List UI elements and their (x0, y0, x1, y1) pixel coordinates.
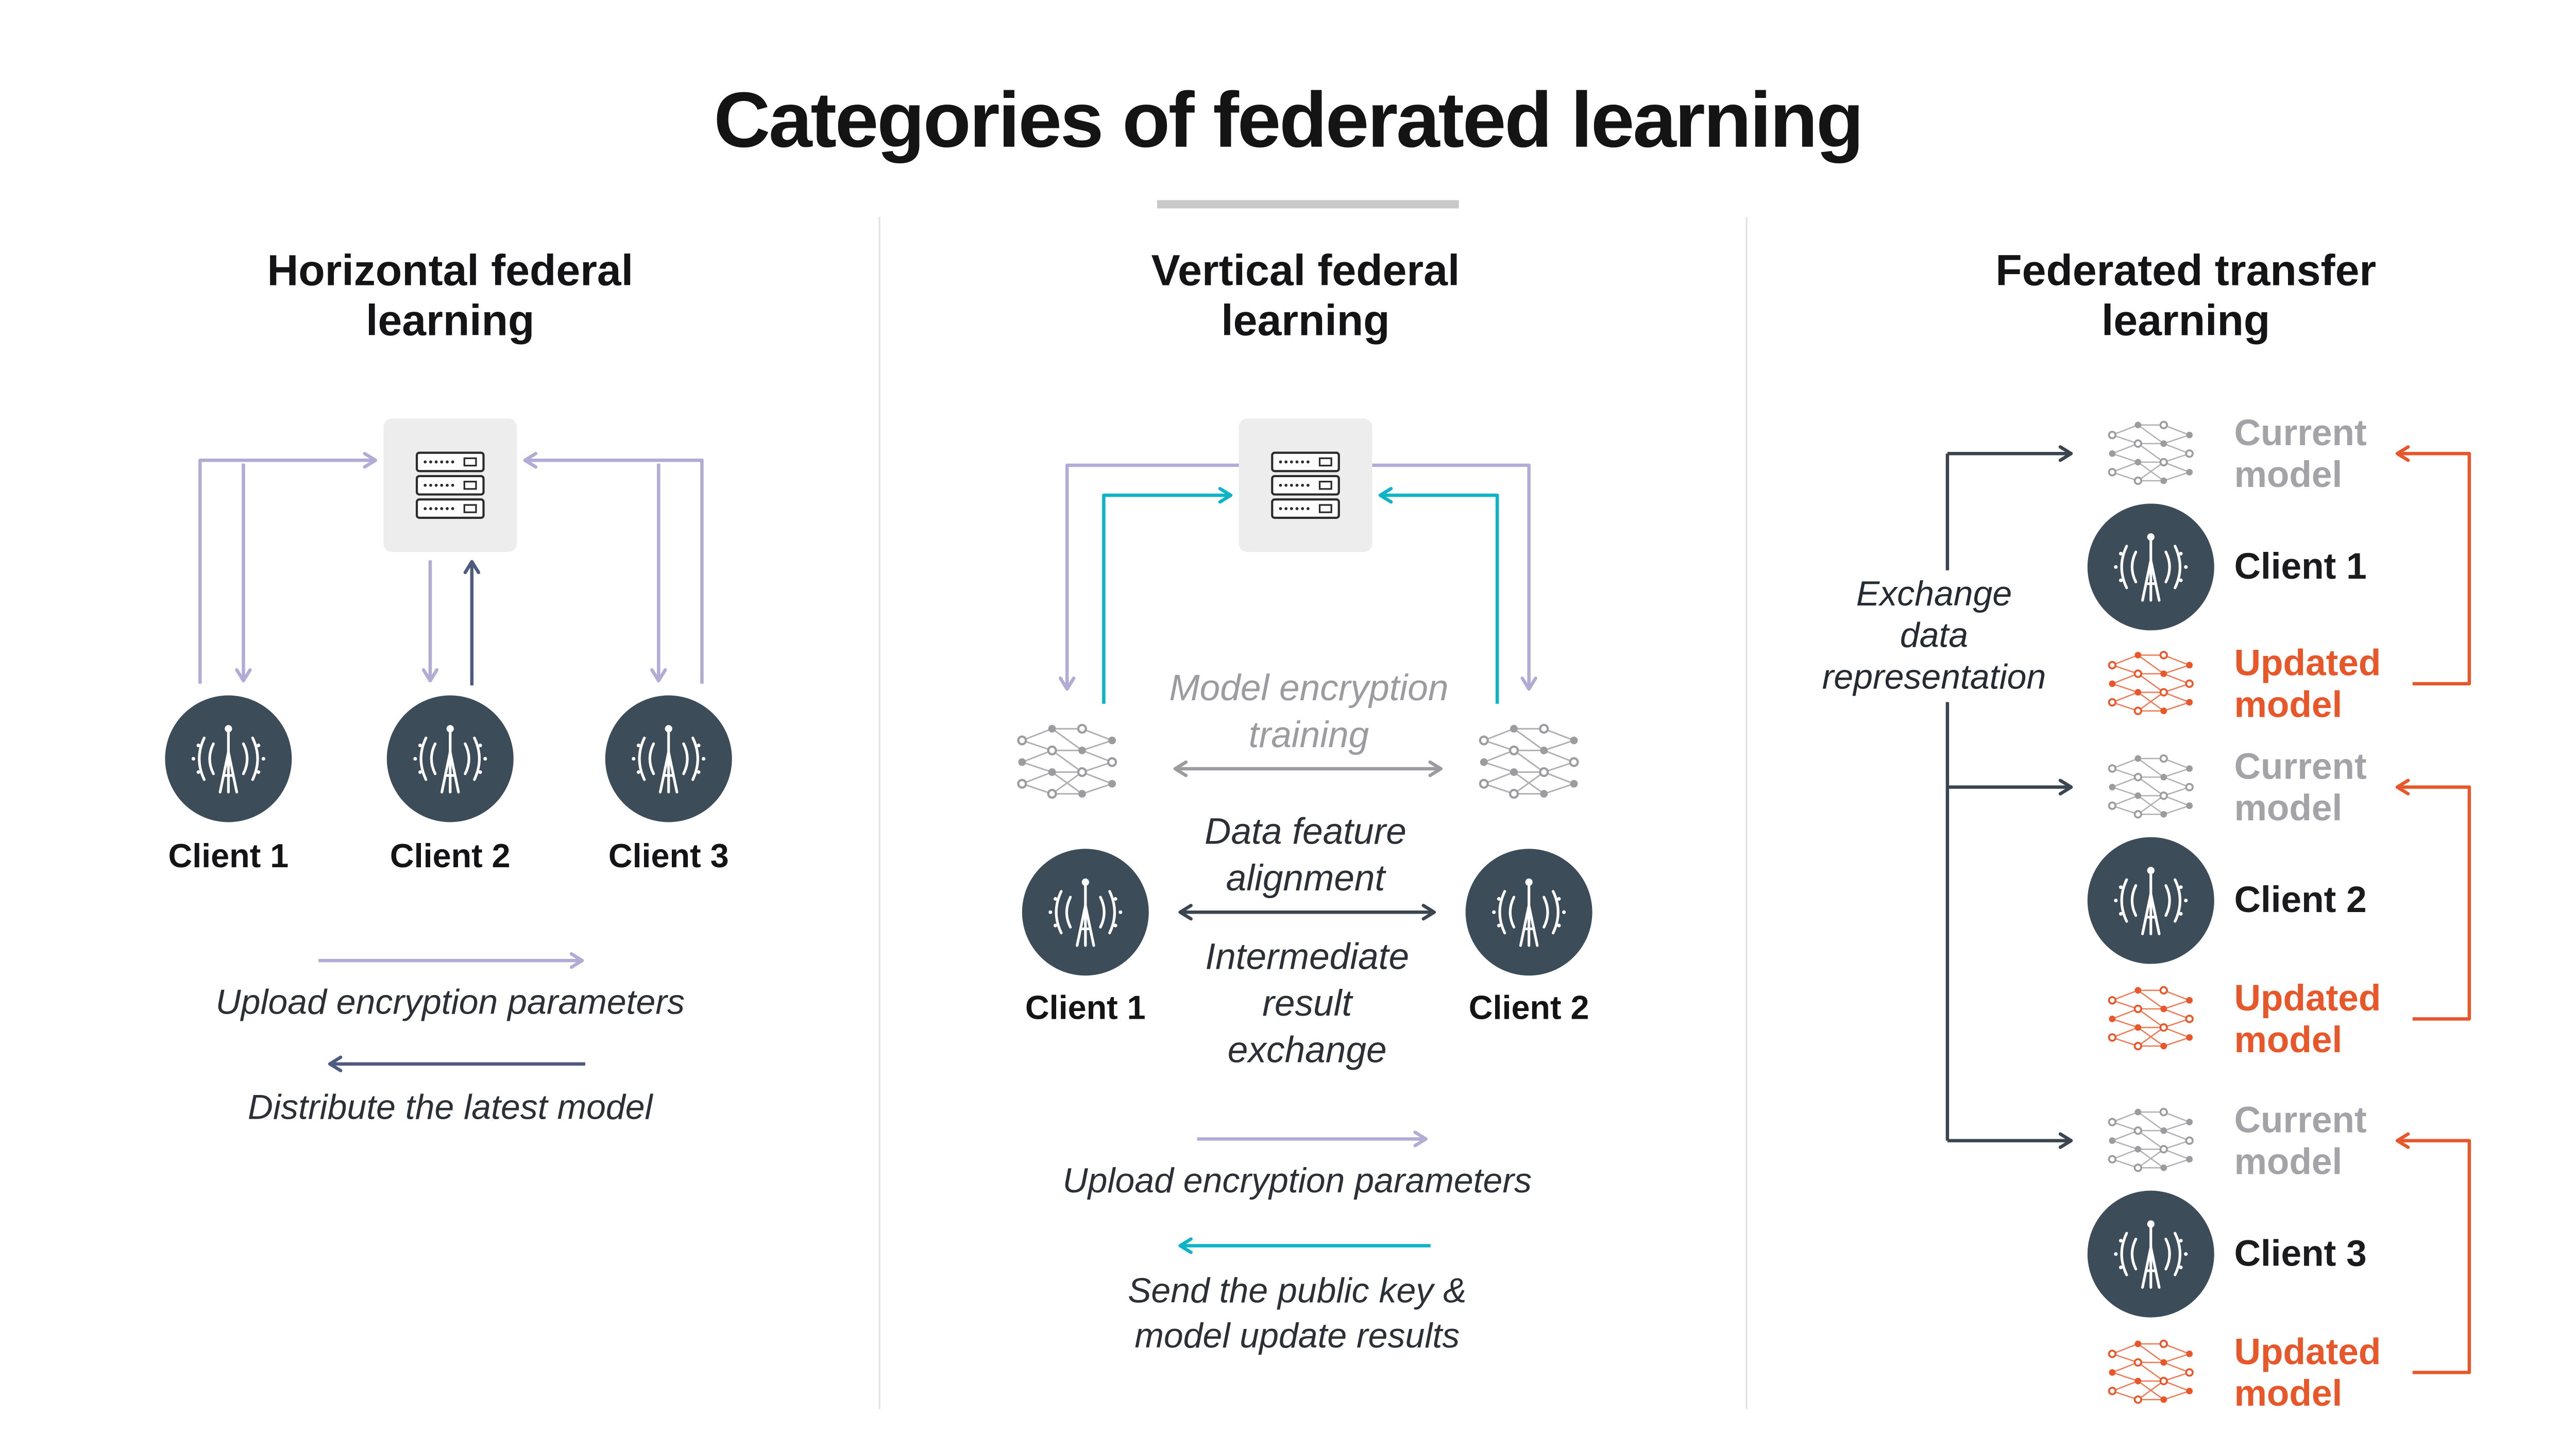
neural-network-icon (2104, 979, 2197, 1059)
panel-heading: Horizontal federal learning (267, 245, 634, 345)
neural-network-icon (2104, 1101, 2197, 1181)
neural-network-icon (1474, 715, 1584, 808)
updated-model-icon (2104, 1333, 2197, 1421)
client-label: Client 1 (2234, 545, 2367, 587)
neural-network-icon (1012, 715, 1122, 808)
antenna-icon (2088, 837, 2214, 964)
client-label: Client 1 (1025, 990, 1146, 1027)
server-to-model-arrow-left (1059, 463, 1239, 691)
legend-send-line: Send the public key & (1128, 1272, 1467, 1311)
data-feature-label: Data feature alignment (1205, 810, 1406, 899)
legend-send-label: Send the public key & model update resul… (1089, 1271, 1505, 1360)
antenna-icon (387, 696, 514, 822)
neural-network-icon (2104, 414, 2197, 494)
model-encryption-label: Model encryption training (1169, 667, 1449, 756)
client-label: Client 3 (608, 838, 729, 876)
antenna-icon (605, 696, 732, 822)
current-model-icon (2104, 414, 2197, 502)
title-underline (1157, 200, 1459, 209)
panel-divider (878, 216, 880, 1409)
neural-network-icon (1012, 715, 1122, 808)
panel-divider (1745, 216, 1748, 1409)
current-model-icon (2104, 1101, 2197, 1189)
exchange-line: Exchange (1856, 575, 2012, 614)
updated-model-label: Updated model (2234, 1330, 2381, 1414)
legend-upload-label: Upload encryption parameters (215, 984, 685, 1022)
model-to-server-arrow-left (1102, 486, 1233, 704)
panel-heading: Federated transfer learning (1995, 245, 2377, 345)
antenna-icon (1466, 849, 1592, 975)
server-rack-icon (412, 447, 488, 524)
updated-model-icon (2104, 644, 2197, 732)
client-icon (1465, 849, 1592, 976)
neural-network-icon (2104, 644, 2197, 723)
antenna-icon (2088, 503, 2214, 630)
server-icon (383, 418, 517, 552)
updated-model-label: Updated model (2234, 977, 2381, 1061)
antenna-icon (165, 696, 292, 822)
current-model-label: Current model (2234, 745, 2367, 829)
current-model-label: Current model (2234, 412, 2367, 496)
client-label: Client 2 (2234, 879, 2367, 921)
server-to-model-arrow-right (1372, 463, 1537, 691)
exchange-line: representation (1822, 659, 2046, 697)
current-model-label: Current model (2234, 1099, 2367, 1183)
legend-upload-label: Upload encryption parameters (1062, 1162, 1532, 1201)
client-label: Client 2 (1468, 990, 1589, 1027)
legend-send-line: model update results (1134, 1317, 1460, 1356)
exchange-data-label: Exchange data representation (1809, 570, 2059, 702)
updated-model-icon (2104, 979, 2197, 1068)
antenna-icon (2088, 1191, 2214, 1318)
client-icon (1022, 849, 1149, 976)
neural-network-icon (2104, 1333, 2197, 1412)
client-label: Client 2 (389, 838, 511, 876)
server-icon (1239, 418, 1372, 552)
client-icon (2087, 503, 2214, 631)
upload-arrow-client1 (198, 452, 378, 684)
updated-model-label: Updated model (2234, 642, 2381, 726)
upload-arrow-client3 (523, 452, 704, 684)
client-icon (165, 695, 292, 822)
update-loop-arrow-2 (2395, 779, 2471, 1021)
neural-network-icon (2104, 747, 2197, 827)
update-loop-arrow-3 (2395, 1132, 2471, 1374)
neural-network-icon (1474, 715, 1584, 808)
update-loop-arrow-1 (2395, 445, 2471, 686)
page-title: Categories of federated learning (714, 75, 1864, 164)
client-icon (386, 695, 514, 822)
current-model-icon (2104, 747, 2197, 836)
client-icon (2087, 837, 2214, 964)
client-label: Client 1 (168, 838, 289, 876)
model-to-server-arrow-right (1378, 486, 1499, 704)
client-label: Client 3 (2234, 1232, 2367, 1274)
client-icon (605, 695, 732, 822)
exchange-line: data (1900, 617, 1969, 655)
legend-distribute-label: Distribute the latest model (247, 1089, 653, 1127)
panel-heading: Vertical federal learning (1151, 245, 1460, 345)
antenna-icon (1022, 849, 1149, 975)
intermediate-exchange-label: Intermediate result exchange (1205, 935, 1410, 1071)
server-rack-icon (1267, 447, 1344, 524)
client-icon (2087, 1190, 2214, 1318)
